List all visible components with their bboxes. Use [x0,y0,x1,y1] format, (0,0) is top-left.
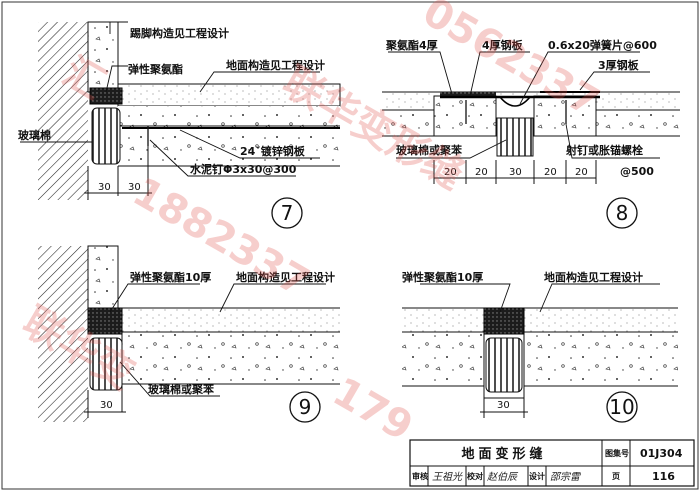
d8-label-spring: 0.6x20弹簧片@600 [548,38,657,52]
d7-number-circle [271,197,303,229]
d10-number: 10 [609,395,634,419]
tb-page-no: 116 [652,470,675,483]
d7-label-sealant: 弹性聚氨酯 [128,62,183,76]
d7-label-floor: 地面构造见工程设计 [226,58,325,72]
glasswool-fill [91,107,121,165]
d7-number: 7 [281,201,294,225]
tb-check-label: 校对 [467,471,483,481]
detail-8: 20 20 30 20 20 聚氨酯4厚 4厚钢板 0.6x20弹簧片@600 … [382,38,680,229]
floor-screed [122,308,340,332]
d8-dim-4: 20 [544,167,557,178]
d9-number: 9 [299,395,312,419]
d8-label-plate3: 3厚钢板 [598,58,640,72]
floor-slab [402,332,678,386]
tb-atlas-no: 01J304 [640,447,683,460]
d10-label-floor: 地面构造见工程设计 [544,270,643,284]
glasswool-fill [485,337,523,393]
wall-plaster [87,245,119,309]
tb-title: 地面变形缝 [461,446,546,462]
tb-atlas-label: 图集号 [605,448,629,458]
sealant-block [89,87,123,105]
tb-design-label: 设计 [529,471,545,481]
spring-plate [499,96,531,107]
d8-label-sealant: 聚氨酯4厚 [385,38,438,52]
d9-label-fill: 玻璃棉或聚苯 [148,382,215,396]
sealant-block [483,307,525,335]
d10-label-sealant: 弹性聚氨酯10厚 [402,270,483,284]
sealant-strip [440,92,496,97]
d8-label-plate4: 4厚钢板 [482,38,524,52]
d7-dim-a: 30 [98,182,111,193]
tb-design-sig: 邵宗雷 [550,471,581,483]
d8-dim-5: 20 [575,167,588,178]
tb-review-sig: 王祖光 [432,471,463,483]
d8-number: 8 [616,201,629,225]
floor-slab [122,332,340,384]
d8-label-fill: 玻璃棉或聚苯 [396,143,463,157]
d9-label-floor: 地面构造见工程设计 [236,270,335,284]
d8-number-circle [606,197,638,229]
d9-number-circle [289,391,321,423]
d8-dim-1: 20 [444,167,457,178]
d10-number-circle [606,391,638,423]
detail-10: 30 弹性聚氨酯10厚 地面构造见工程设计 10 [402,270,678,423]
floor-slab [118,106,340,166]
d7-label-plate: 24ˇ镀锌钢板 [240,144,306,158]
wall-plaster [87,21,119,93]
wall-hatch [38,22,88,200]
d8-label-anchor: 射钉或胀锚螺栓 [565,143,643,157]
detail-7: 30 30 踢脚构造见工程设计 弹性聚氨酯 地面构造见工程设计 玻璃棉 24ˇ镀… [18,21,341,229]
sealant-block [87,307,123,335]
d7-label-nail: 水泥钉Φ3x30@300 [190,162,297,176]
tb-page-label: 页 [612,472,620,481]
step-left [433,95,497,137]
d7-label-glasswool: 玻璃棉 [18,128,51,142]
watermark-text: 1882337 [125,169,317,306]
d8-dim-3: 30 [509,167,522,178]
d10-dim: 30 [497,400,510,411]
title-block: 地面变形缝 图集号 01J304 审核 王祖光 校对 赵伯辰 设计 邵宗雷 页 … [409,439,695,487]
d9-label-sealant: 弹性聚氨酯10厚 [130,270,211,284]
glasswool-fill [496,117,534,157]
d7-label-top: 踢脚构造见工程设计 [130,26,229,40]
detail-9: 30 弹性聚氨酯10厚 地面构造见工程设计 玻璃棉或聚苯 9 [38,245,340,423]
step-right [533,95,597,137]
d8-label-anchor2: @500 [620,165,654,178]
d9-dim: 30 [100,400,113,411]
wall-hatch [38,246,88,422]
d7-dim-b: 30 [128,182,141,193]
tb-check-sig: 赵伯辰 [487,471,519,483]
d8-dim-2: 20 [475,167,488,178]
tb-review-label: 审核 [412,471,428,481]
